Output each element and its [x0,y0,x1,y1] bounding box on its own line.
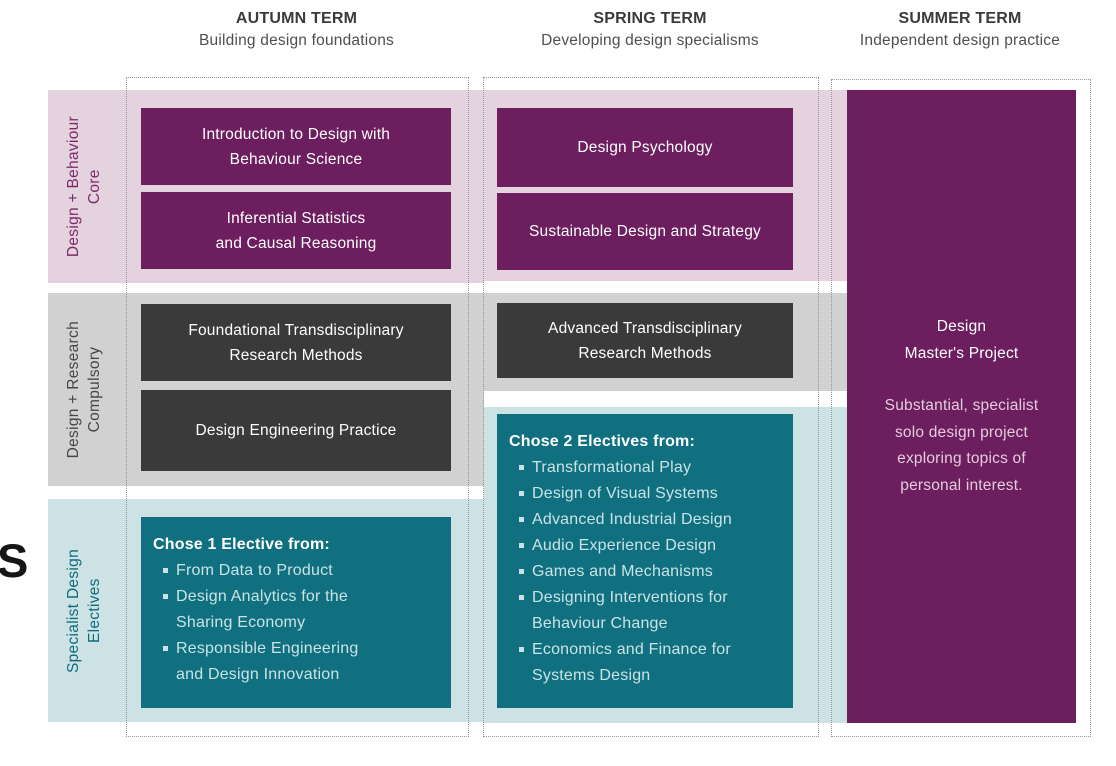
row-label-core-line1: Design + Behaviour [65,115,82,258]
elective-item-text: Audio Experience Design [532,537,717,554]
course-text: Design Engineering Practice [195,422,397,439]
elective-item-continuation: and Design Innovation [176,666,340,683]
elective-item-continuation: Sharing Economy [176,614,306,631]
elective-item-text: Advanced Industrial Design [532,511,732,528]
project-desc-line1: Substantial, specialist [884,397,1039,414]
row-label-core: Design + Behaviour Core [48,90,120,283]
bullet-icon [163,593,168,599]
elective-item: Responsible Engineering [153,636,441,662]
project-desc-line2: solo design project [894,423,1029,441]
project-title-line2: Master's Project [904,344,1019,362]
stray-letter: S [0,534,29,587]
term-header-autumn: AUTUMN TERM Building design foundations [126,8,467,52]
term-subtitle-autumn: Building design foundations [199,32,394,49]
elective-item-text: Designing Interventions for [532,589,728,606]
course-box-sustainable-design-strategy: Sustainable Design and Strategy [497,193,793,270]
course-box-intro-design-behaviour-science: Introduction to Design with Behaviour Sc… [141,108,451,185]
elective-item-text: Games and Mechanisms [532,563,713,580]
elective-item: Economics and Finance for [509,637,783,663]
course-text: Foundational Transdisciplinary [188,321,404,339]
bullet-icon [519,542,524,548]
elective-item: Design Analytics for the [153,584,441,610]
elective-item-text: Responsible Engineering [176,640,359,657]
row-label-research-line2: Compulsory [86,346,103,433]
project-title-line1: Design [936,318,987,335]
term-title-spring: SPRING TERM [593,10,707,27]
elective-item: Advanced Industrial Design [509,507,783,533]
elective-item-text: From Data to Product [176,562,333,579]
electives-box-spring: Chose 2 Electives from: Transformational… [497,414,793,708]
elective-item: Transformational Play [509,455,783,481]
elective-item: Games and Mechanisms [509,559,783,585]
row-label-core-line2: Core [86,169,103,204]
term-container-summer [831,79,1091,737]
row-label-electives: Specialist Design Electives [48,499,120,722]
elective-item-text: Design of Visual Systems [532,485,718,502]
term-subtitle-summer: Independent design practice [859,32,1061,49]
electives-heading-autumn: Chose 1 Elective from: [153,536,330,553]
course-box-design-psychology: Design Psychology [497,108,793,187]
bullet-icon [163,645,168,651]
course-text: Advanced Transdisciplinary [548,319,742,337]
row-label-electives-line2: Electives [86,578,103,643]
elective-item: Audio Experience Design [509,533,783,559]
bullet-icon [519,516,524,522]
course-box-foundational-research-methods: Foundational Transdisciplinary Research … [141,304,451,381]
term-container-spring [483,77,819,737]
course-text: and Causal Reasoning [215,234,377,252]
course-text: Design Psychology [577,139,713,156]
row-label-research: Design + Research Compulsory [48,293,120,486]
course-text: Research Methods [578,344,712,362]
course-text: Inferential Statistics [226,209,366,227]
term-title-summer: SUMMER TERM [898,10,1022,27]
elective-item: From Data to Product [153,558,441,584]
elective-item-text: Design Analytics for the [176,588,348,605]
course-box-design-masters-project: Design Master's Project Substantial, spe… [847,90,1076,723]
bullet-icon [519,594,524,600]
course-box-inferential-statistics: Inferential Statistics and Causal Reason… [141,192,451,269]
course-text: Introduction to Design with [201,125,391,143]
project-desc-line4: personal interest. [900,476,1023,494]
bullet-icon [163,567,168,573]
project-desc-line3: exploring topics of [897,450,1026,467]
course-text: Research Methods [229,346,363,364]
elective-item: Designing Interventions for [509,585,783,611]
bullet-icon [519,490,524,496]
course-box-design-engineering-practice: Design Engineering Practice [141,390,451,471]
elective-item-continuation: Behaviour Change [532,615,668,632]
course-box-advanced-research-methods: Advanced Transdisciplinary Research Meth… [497,303,793,378]
term-header-spring: SPRING TERM Developing design specialism… [483,8,817,52]
term-subtitle-spring: Developing design specialisms [541,32,759,49]
term-header-summer: SUMMER TERM Independent design practice [831,8,1089,52]
row-label-electives-line1: Specialist Design [65,548,82,673]
elective-item-continuation: Systems Design [532,667,651,684]
term-container-autumn [126,77,469,737]
electives-heading-spring: Chose 2 Electives from: [509,433,695,450]
elective-item: Design of Visual Systems [509,481,783,507]
row-label-research-line1: Design + Research [65,320,82,459]
course-text: Sustainable Design and Strategy [529,223,761,240]
bullet-icon [519,646,524,652]
elective-item-text: Economics and Finance for [532,641,731,658]
term-title-autumn: AUTUMN TERM [235,10,358,27]
course-text: Behaviour Science [229,150,363,168]
elective-item-text: Transformational Play [532,459,692,476]
bullet-icon [519,464,524,470]
bullet-icon [519,568,524,574]
electives-box-autumn: Chose 1 Elective from: From Data to Prod… [141,517,451,708]
